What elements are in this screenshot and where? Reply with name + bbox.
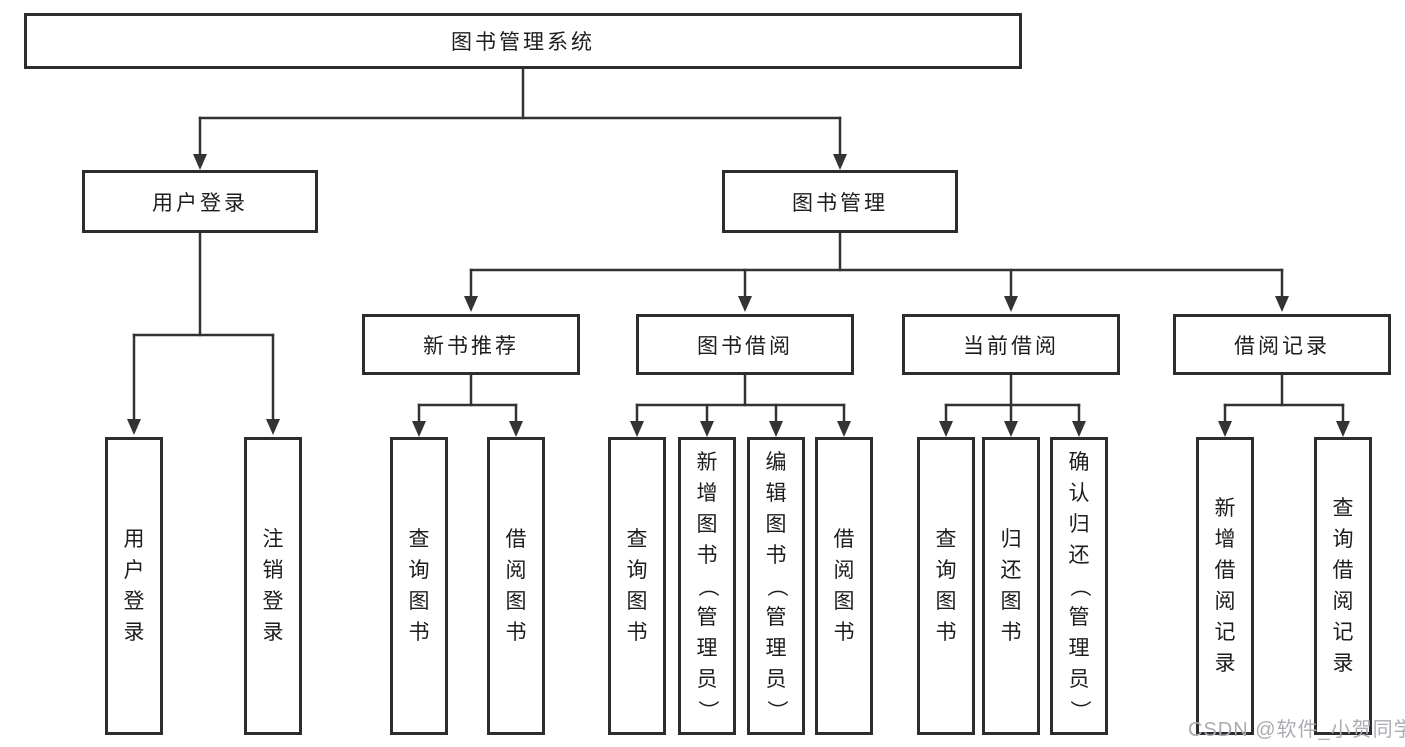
node-label: 当前借阅 — [963, 334, 1059, 358]
node-borrow-records: 借阅记录 — [1173, 314, 1391, 375]
node-label: 新增借阅记录 — [1214, 497, 1236, 675]
node-label: 用户登录 — [123, 528, 145, 644]
node-label: 查询图书 — [626, 528, 648, 644]
node-logout: 注销登录 — [244, 437, 302, 735]
node-label: 归还图书 — [1000, 528, 1022, 644]
node-new-book-recommend: 新书推荐 — [362, 314, 580, 375]
node-label: 借阅图书 — [505, 528, 527, 644]
node-label: 图书管理系统 — [451, 31, 595, 54]
node-label: 注销登录 — [262, 528, 284, 644]
node-edit-book-admin: 编辑图书（管理员） — [747, 437, 805, 735]
node-query-books: 查询图书 — [390, 437, 448, 735]
node-book-management: 图书管理 — [722, 170, 958, 233]
node-label: 新增图书（管理员） — [695, 450, 719, 721]
node-query-borrow-record: 查询借阅记录 — [1314, 437, 1372, 735]
node-query-books: 查询图书 — [917, 437, 975, 735]
node-user-login: 用户登录 — [82, 170, 318, 233]
node-label: 编辑图书（管理员） — [764, 450, 788, 721]
node-library-system: 图书管理系统 — [24, 13, 1022, 69]
node-query-books: 查询图书 — [608, 437, 666, 735]
node-borrow-books: 借阅图书 — [815, 437, 873, 735]
node-add-borrow-record: 新增借阅记录 — [1196, 437, 1254, 735]
node-label: 确认归还（管理员） — [1067, 450, 1091, 721]
node-label: 查询图书 — [408, 528, 430, 644]
node-label: 新书推荐 — [423, 334, 519, 358]
node-login: 用户登录 — [105, 437, 163, 735]
node-current-borrow: 当前借阅 — [902, 314, 1120, 375]
node-label: 图书借阅 — [697, 334, 793, 358]
node-add-book-admin: 新增图书（管理员） — [678, 437, 736, 735]
node-confirm-return-admin: 确认归还（管理员） — [1050, 437, 1108, 735]
node-return-book: 归还图书 — [982, 437, 1040, 735]
node-label: 借阅记录 — [1234, 334, 1330, 358]
node-label: 查询图书 — [935, 528, 957, 644]
watermark: CSDN @软件_小贺同学 — [1188, 719, 1405, 741]
node-label: 借阅图书 — [833, 528, 855, 644]
node-label: 用户登录 — [152, 191, 248, 215]
node-book-borrow: 图书借阅 — [636, 314, 854, 375]
node-label: 查询借阅记录 — [1332, 497, 1354, 675]
node-borrow-books: 借阅图书 — [487, 437, 545, 735]
node-label: 图书管理 — [792, 191, 888, 215]
